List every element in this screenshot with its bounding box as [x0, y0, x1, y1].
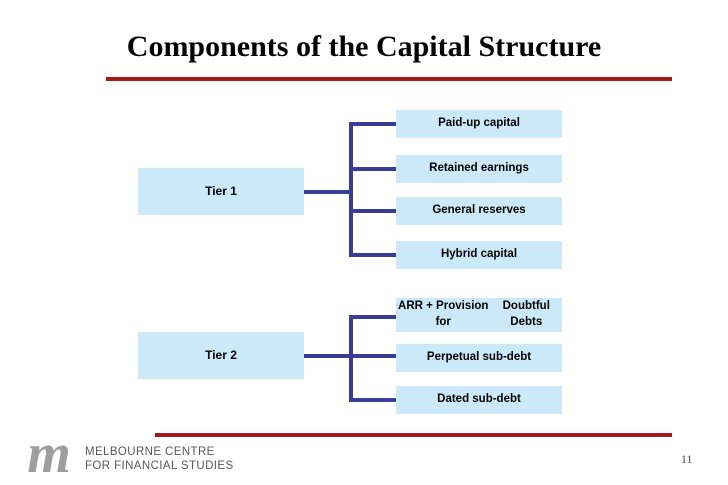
logo-wordmark: MELBOURNE CENTRE FOR FINANCIAL STUDIES — [85, 445, 234, 473]
title-divider-rule — [106, 77, 672, 81]
tier-2-branch-connector-3 — [349, 398, 396, 402]
tier-2-box[interactable]: Tier 2 — [138, 332, 304, 379]
component-box-line-1: ARR + Provision for — [398, 300, 489, 328]
tier-1-box[interactable]: Tier 1 — [138, 168, 304, 215]
tier-1-branch-connector-3 — [349, 209, 396, 213]
component-box-retained-earnings[interactable]: Retained earnings — [396, 155, 562, 183]
footer-divider-rule — [155, 433, 672, 437]
tier-1-branch-connector-4 — [349, 253, 396, 257]
component-box-arr-provision-doubtful-debts[interactable]: ARR + Provision for Doubtful Debts — [396, 298, 562, 332]
tier-2-branch-connector-2 — [349, 354, 396, 358]
tier-1-branch-connector-2 — [349, 167, 396, 171]
component-box-perpetual-sub-debt[interactable]: Perpetual sub-debt — [396, 344, 562, 372]
component-box-paid-up-capital[interactable]: Paid-up capital — [396, 110, 562, 138]
page-title: Components of the Capital Structure — [126, 30, 602, 63]
component-box-dated-sub-debt[interactable]: Dated sub-debt — [396, 386, 562, 414]
tier-2-branch-connector-1 — [349, 315, 396, 319]
tier-1-branch-connector-1 — [349, 122, 396, 126]
logo-wordmark-line-2: FOR FINANCIAL STUDIES — [85, 460, 234, 472]
tier-1-stem-connector — [304, 190, 353, 194]
component-box-hybrid-capital[interactable]: Hybrid capital — [396, 241, 562, 269]
component-box-general-reserves[interactable]: General reserves — [396, 197, 562, 225]
tier-1-spine-connector — [349, 122, 353, 256]
component-box-line-2: Doubtful Debts — [502, 300, 550, 328]
page-number: 11 — [681, 452, 693, 466]
tier-2-stem-connector — [304, 354, 353, 358]
logo-wordmark-line-1: MELBOURNE CENTRE — [85, 446, 215, 458]
melbourne-centre-logo-icon: m — [27, 428, 71, 480]
